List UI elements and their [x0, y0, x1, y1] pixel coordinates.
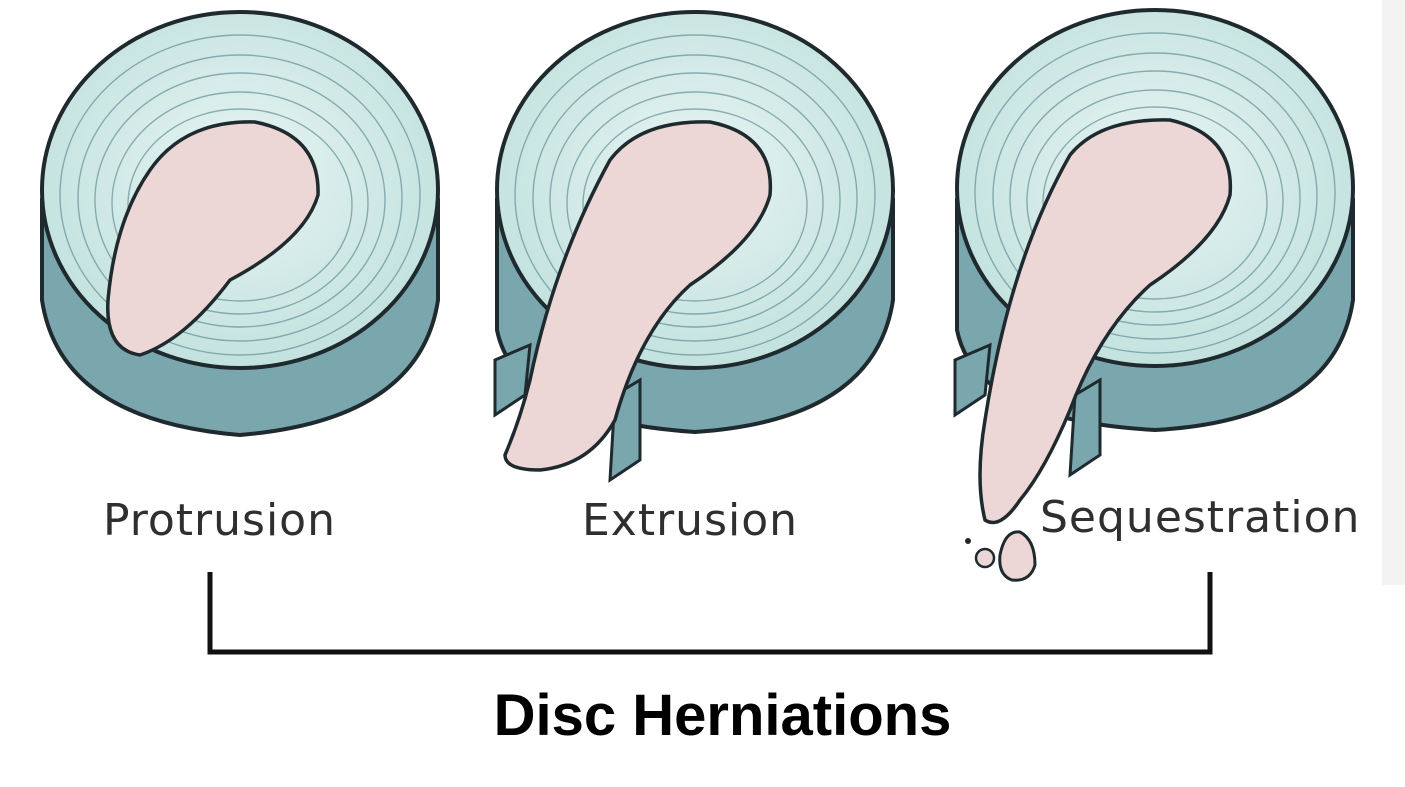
nucleus-protrusion	[106, 120, 320, 357]
diagram-title: Disc Herniations	[493, 683, 952, 748]
edge-panel	[1382, 0, 1405, 585]
fragment-small	[974, 547, 996, 569]
disc-extrusion	[493, 10, 895, 483]
label-protrusion: Protrusion	[103, 495, 336, 546]
fragment-dot	[965, 538, 971, 544]
disc-sequestration	[953, 8, 1355, 582]
label-sequestration: Sequestration	[1040, 492, 1361, 543]
nucleus-sequestration	[978, 118, 1233, 525]
label-extrusion: Extrusion	[582, 495, 799, 546]
fragment-large	[998, 530, 1037, 582]
disc-protrusion	[40, 10, 440, 438]
nucleus-extrusion	[503, 120, 773, 472]
bracket	[207, 572, 1213, 655]
